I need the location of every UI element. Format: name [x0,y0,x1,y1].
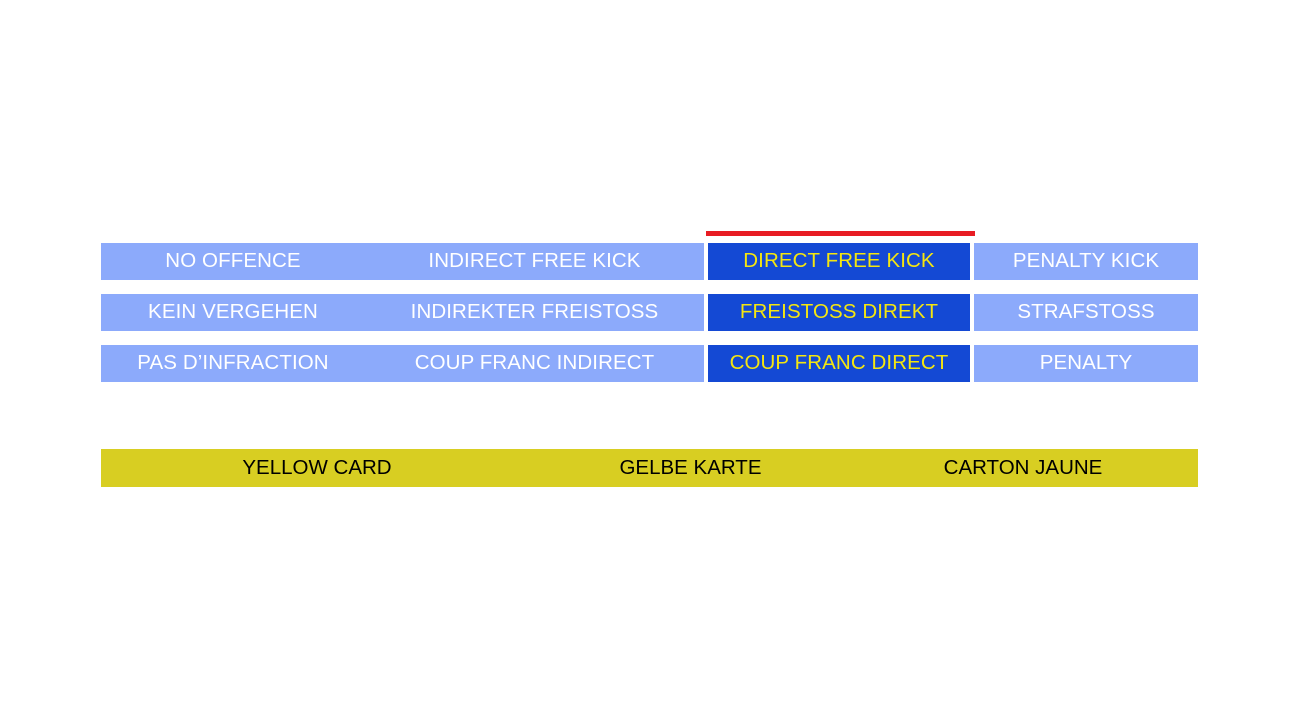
cell-no-offence-de[interactable]: KEIN VERGEHEN [101,294,365,331]
cell-label: PENALTY KICK [1012,249,1160,273]
cell-penalty-kick-fr[interactable]: PENALTY [974,345,1198,382]
cell-label: INDIRECT FREE KICK [428,249,641,273]
cell-label: COUP FRANC INDIRECT [414,351,655,375]
yellow-card-label-fr: CARTON JAUNE [943,455,1103,479]
cell-label: PAS D’INFRACTION [137,351,329,375]
cell-label: PENALTY [1039,351,1133,375]
cell-label: DIRECT FREE KICK [743,249,935,273]
decision-row-fr: PAS D’INFRACTION COUP FRANC INDIRECT COU… [101,345,1198,382]
decision-row-en: NO OFFENCE INDIRECT FREE KICK DIRECT FRE… [101,231,1198,280]
cell-no-offence-fr[interactable]: PAS D’INFRACTION [101,345,365,382]
yellow-card-label-de: GELBE KARTE [619,455,762,479]
cell-indirect-free-kick-de[interactable]: INDIREKTER FREISTOSS [365,294,704,331]
cell-penalty-kick-de[interactable]: STRAFSTOSS [974,294,1198,331]
yellow-card-label-en: YELLOW CARD [242,455,392,479]
cell-direct-free-kick-en[interactable]: DIRECT FREE KICK [704,243,974,280]
cell-indirect-free-kick-en[interactable]: INDIRECT FREE KICK [365,243,704,280]
cell-label: FREISTOSS DIREKT [739,300,939,324]
cell-label: COUP FRANC DIRECT [729,351,949,375]
cell-no-offence-en[interactable]: NO OFFENCE [101,243,365,280]
cell-penalty-kick-en[interactable]: PENALTY KICK [974,243,1198,280]
cell-direct-free-kick-de[interactable]: FREISTOSS DIREKT [704,294,974,331]
cell-indirect-free-kick-fr[interactable]: COUP FRANC INDIRECT [365,345,704,382]
cell-label: KEIN VERGEHEN [148,300,318,324]
red-marker-icon [706,231,975,236]
cell-label: INDIREKTER FREISTOSS [410,300,659,324]
decision-table: NO OFFENCE INDIRECT FREE KICK DIRECT FRE… [101,231,1198,396]
decision-row-de: KEIN VERGEHEN INDIREKTER FREISTOSS FREIS… [101,294,1198,331]
cell-label: STRAFSTOSS [1017,300,1155,324]
cell-label: NO OFFENCE [165,249,301,273]
yellow-card-bar[interactable]: YELLOW CARD GELBE KARTE CARTON JAUNE [101,449,1198,487]
cell-direct-free-kick-fr[interactable]: COUP FRANC DIRECT [704,345,974,382]
